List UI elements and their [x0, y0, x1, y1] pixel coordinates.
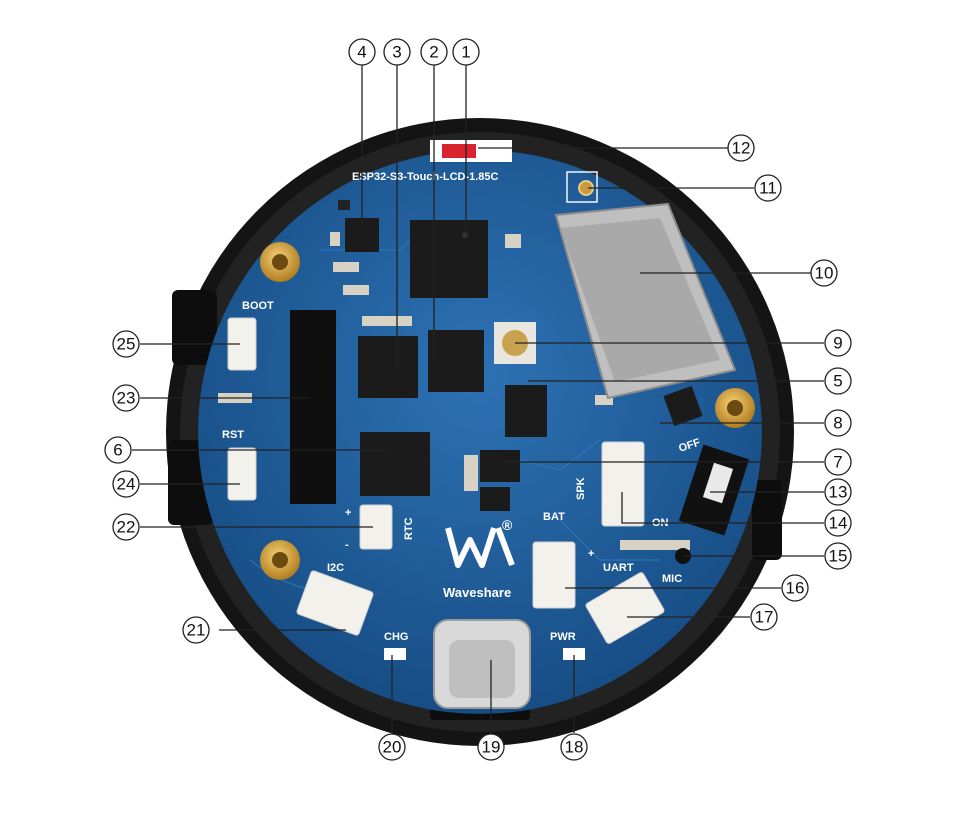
chg-label: CHG — [384, 631, 408, 643]
pwr-label: PWR — [550, 631, 576, 643]
ic-8 — [663, 385, 703, 427]
rtc-label: RTC — [403, 517, 415, 540]
svg-text:18: 18 — [565, 738, 584, 757]
svg-text:23: 23 — [117, 389, 136, 408]
mic-label: MIC — [662, 573, 682, 585]
svg-text:7: 7 — [833, 453, 842, 472]
mounting-holes — [260, 242, 755, 580]
callout-21: 21 — [182, 616, 210, 644]
bat-label: BAT — [543, 511, 565, 523]
callout-24: 24 — [112, 470, 140, 498]
pin-header — [290, 310, 336, 504]
callout-12: 12 — [727, 134, 755, 162]
callout-1: 1 — [452, 38, 480, 66]
i2c-label: I2C — [327, 562, 344, 574]
registered-mark: ® — [502, 517, 513, 533]
mcu-chip — [410, 220, 488, 298]
callout-23: 23 — [112, 384, 140, 412]
callout-7: 7 — [824, 448, 852, 476]
ic-6 — [360, 432, 430, 496]
brand-label: Waveshare — [443, 585, 511, 600]
rst-label: RST — [222, 429, 244, 441]
sd-card-slot — [554, 202, 737, 400]
connectors — [227, 317, 665, 644]
callout-18: 18 — [560, 733, 588, 761]
svg-text:1: 1 — [461, 43, 470, 62]
svg-text:4: 4 — [357, 43, 366, 62]
power-switch — [678, 444, 750, 536]
svg-text:3: 3 — [392, 43, 401, 62]
callout-5: 5 — [824, 367, 852, 395]
svg-text:11: 11 — [759, 179, 777, 198]
svg-text:12: 12 — [732, 139, 751, 158]
rtc-plus: + — [345, 507, 351, 519]
svg-text:21: 21 — [187, 621, 206, 640]
svg-text:22: 22 — [117, 518, 136, 537]
bat-plus: + — [588, 548, 594, 560]
callout-6: 6 — [104, 436, 132, 464]
callout-2: 2 — [420, 38, 448, 66]
callout-20: 20 — [378, 733, 406, 761]
svg-text:25: 25 — [117, 335, 136, 354]
callout-3: 3 — [383, 38, 411, 66]
uart-label: UART — [603, 562, 634, 574]
callout-11: 11 — [754, 174, 782, 202]
svg-text:5: 5 — [833, 372, 842, 391]
svg-text:13: 13 — [829, 483, 848, 502]
svg-text:8: 8 — [833, 414, 842, 433]
callout-10: 10 — [810, 259, 838, 287]
ic-3 — [358, 336, 418, 398]
callout-25: 25 — [112, 330, 140, 358]
ic-5 — [505, 385, 547, 437]
svg-text:16: 16 — [786, 579, 805, 598]
usb-c-port — [433, 619, 531, 709]
svg-text:2: 2 — [429, 43, 438, 62]
spk-label: SPK — [575, 477, 587, 500]
svg-text:15: 15 — [829, 547, 848, 566]
pwr-led — [563, 648, 585, 660]
callout-8: 8 — [824, 409, 852, 437]
svg-text:24: 24 — [117, 475, 136, 494]
callout-4: 4 — [348, 38, 376, 66]
ic-7 — [480, 450, 520, 482]
svg-text:17: 17 — [755, 608, 774, 627]
callout-9: 9 — [824, 329, 852, 357]
boot-label: BOOT — [242, 300, 274, 312]
callout-14: 14 — [824, 509, 852, 537]
rtc-minus: - — [345, 539, 349, 551]
leader-lines — [132, 64, 824, 733]
svg-text:20: 20 — [383, 738, 402, 757]
svg-text:14: 14 — [829, 514, 848, 533]
chg-led — [384, 648, 406, 660]
svg-text:19: 19 — [482, 738, 501, 757]
top-led — [430, 140, 512, 162]
callout-19: 19 — [477, 733, 505, 761]
callout-22: 22 — [112, 513, 140, 541]
svg-text:6: 6 — [113, 441, 122, 460]
waveshare-logo — [445, 526, 515, 568]
svg-text:10: 10 — [815, 264, 834, 283]
ic-2 — [428, 330, 484, 392]
callout-17: 17 — [750, 603, 778, 631]
callout-15: 15 — [824, 542, 852, 570]
svg-text:9: 9 — [833, 334, 842, 353]
callout-16: 16 — [781, 574, 809, 602]
board-model-label: ESP32-S3-Touch-LCD-1.85C — [352, 171, 499, 183]
callout-13: 13 — [824, 478, 852, 506]
